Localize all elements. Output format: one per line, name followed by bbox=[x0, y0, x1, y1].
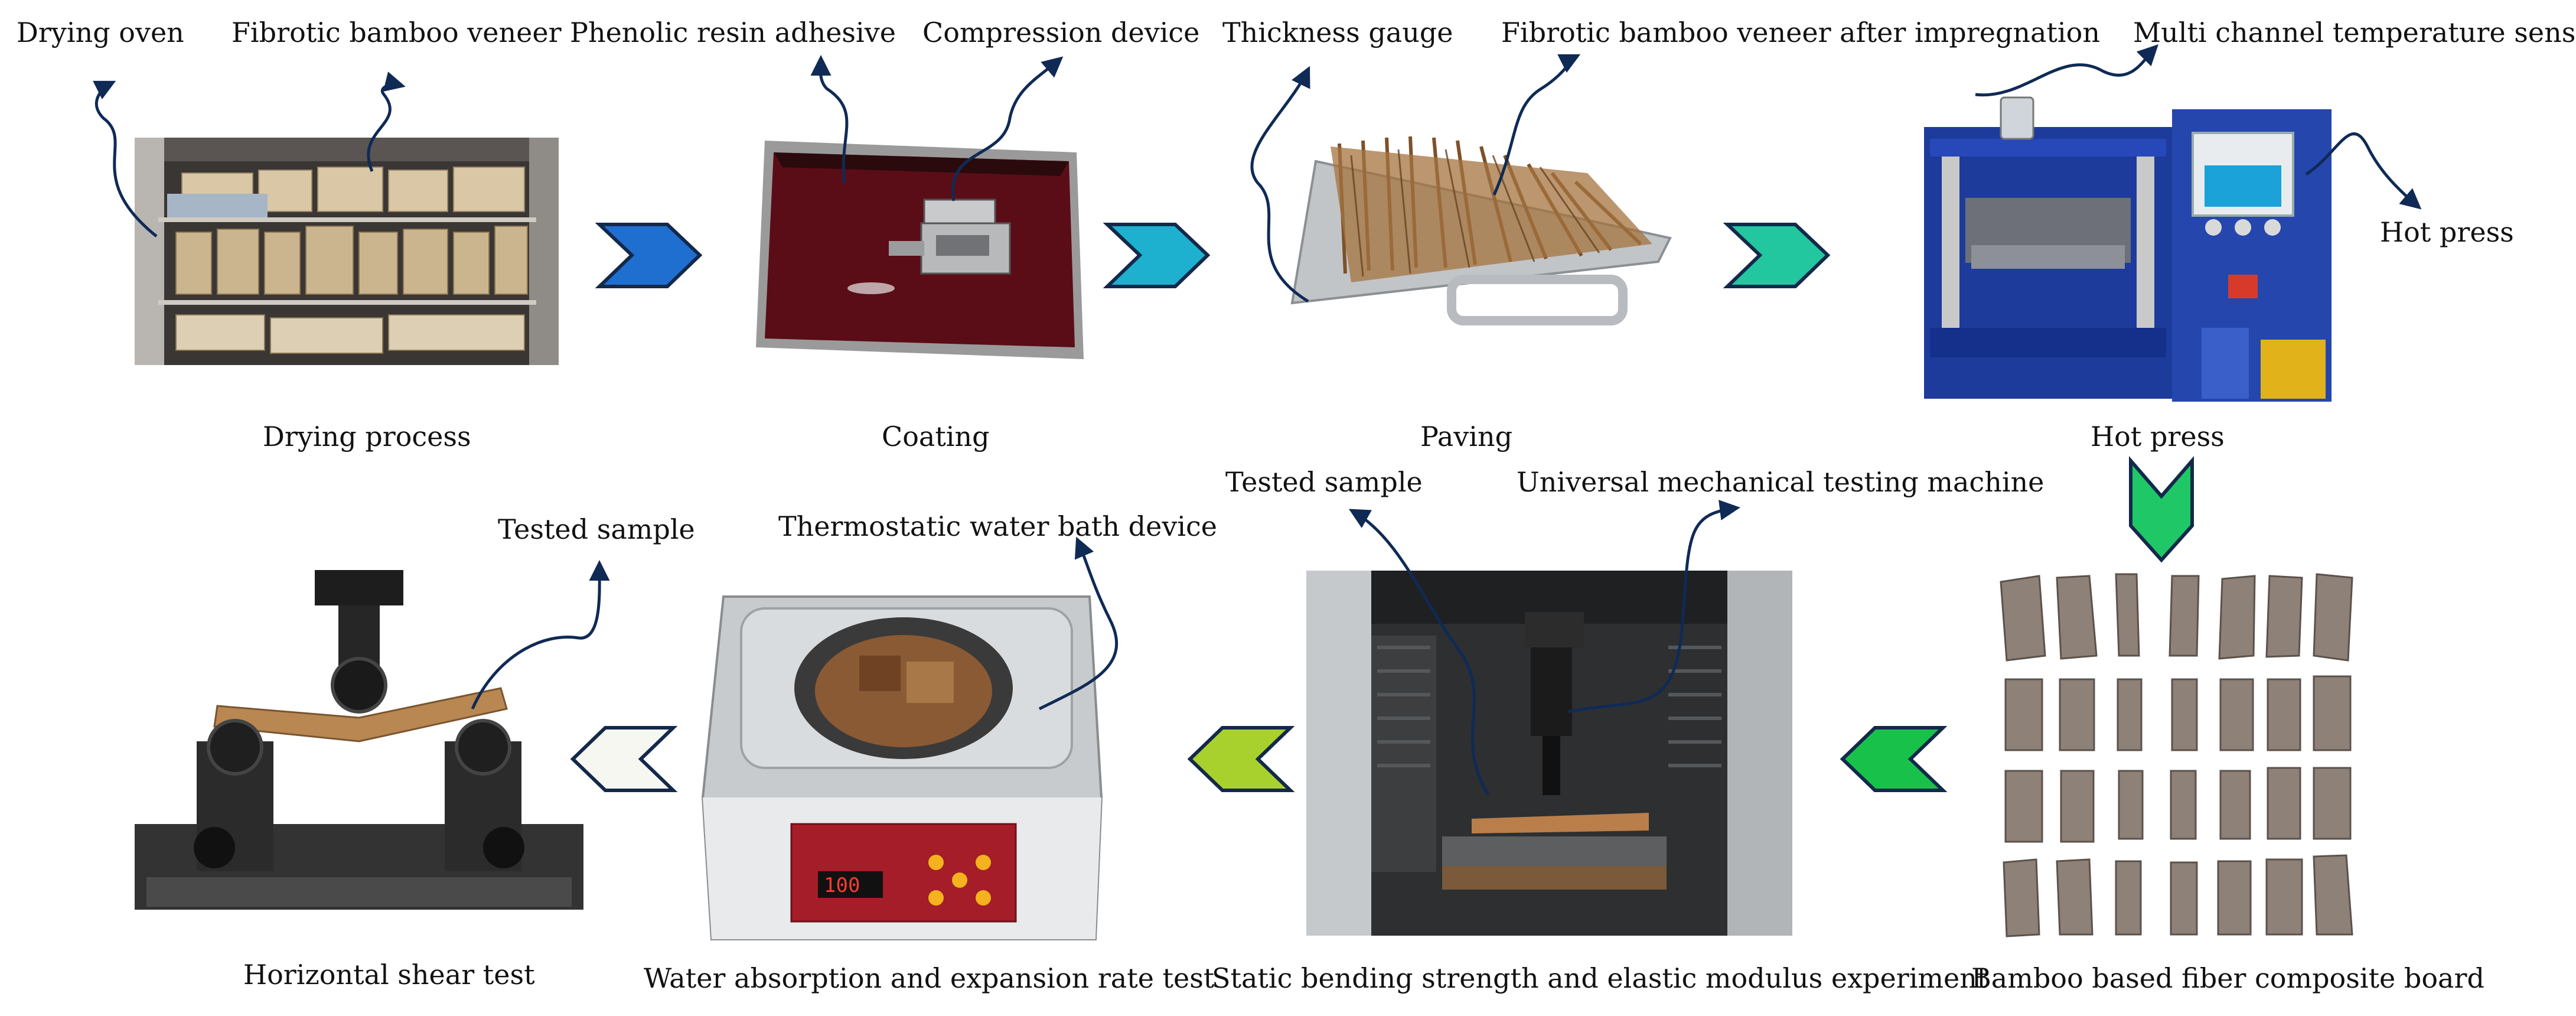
callout-veneer-after-impregnation: Fibrotic bamboo veneer after impregnatio… bbox=[1501, 17, 2100, 48]
arrow-bending-to-water bbox=[1187, 726, 1295, 792]
callout-drying-oven: Drying oven bbox=[17, 17, 184, 48]
callout-phenolic-resin-adhesive: Phenolic resin adhesive bbox=[570, 17, 896, 48]
step-water-absorption: Water absorption and expansion rate test bbox=[644, 962, 1215, 994]
step-paving: Paving bbox=[1420, 421, 1513, 452]
arrow-paving-to-hotpress bbox=[1723, 223, 1831, 288]
callout-multi-channel-sensor: Multi channel temperature sensor bbox=[2133, 17, 2576, 48]
step-hot-press: Hot press bbox=[2091, 421, 2225, 452]
callout-fibrotic-bamboo-veneer: Fibrotic bamboo veneer bbox=[231, 17, 562, 48]
composite-board-photo bbox=[1995, 573, 2361, 939]
water-bath-temperature-readout: 100 bbox=[824, 874, 860, 897]
hot-press-photo bbox=[1912, 92, 2342, 406]
water-bath-photo: 100 bbox=[688, 585, 1119, 945]
shear-test-photo bbox=[135, 570, 583, 910]
coating-photo bbox=[753, 135, 1088, 365]
arrow-water-to-shear bbox=[570, 726, 678, 792]
step-drying-process: Drying process bbox=[263, 421, 471, 452]
arrow-board-to-bending bbox=[1840, 726, 1948, 792]
callout-tested-sample-shear: Tested sample bbox=[498, 513, 695, 545]
paving-photo bbox=[1280, 126, 1691, 368]
callout-thickness-gauge: Thickness gauge bbox=[1222, 17, 1453, 48]
callout-tested-sample-bending: Tested sample bbox=[1225, 466, 1423, 498]
bending-test-photo bbox=[1306, 571, 1792, 936]
drying-oven-photo bbox=[135, 138, 559, 365]
arrow-drying-to-coating bbox=[595, 223, 703, 288]
step-horizontal-shear: Horizontal shear test bbox=[243, 959, 535, 991]
arrow-coating-to-paving bbox=[1103, 223, 1211, 288]
callout-compression-device: Compression device bbox=[922, 17, 1200, 48]
step-composite-board: Bamboo based fiber composite board bbox=[1971, 962, 2484, 994]
step-static-bending: Static bending strength and elastic modu… bbox=[1212, 962, 1988, 994]
step-coating: Coating bbox=[882, 421, 990, 452]
callout-hot-press: Hot press bbox=[2380, 216, 2514, 248]
callout-universal-testing-machine: Universal mechanical testing machine bbox=[1517, 466, 2045, 498]
arrow-hotpress-down bbox=[2129, 455, 2194, 563]
callout-water-bath-device: Thermostatic water bath device bbox=[778, 510, 1218, 542]
